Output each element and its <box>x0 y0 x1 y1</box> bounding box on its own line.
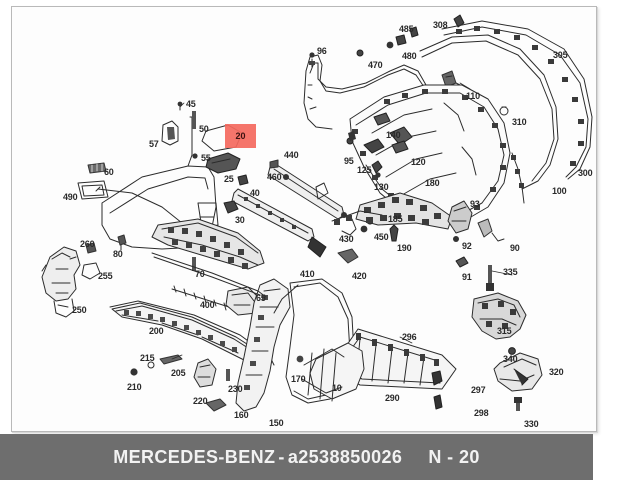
callout-80: 80 <box>113 249 123 259</box>
callout-30: 30 <box>235 215 245 225</box>
footer-caption: MERCEDES-BENZ-a2538850026 N - 20 <box>113 447 480 468</box>
callout-55: 55 <box>201 153 211 163</box>
footer-manufacturer: MERCEDES-BENZ <box>113 446 276 467</box>
callout-340: 340 <box>503 354 518 364</box>
callout-50: 50 <box>199 124 209 134</box>
callout-10: 10 <box>332 383 342 393</box>
callout-230: 230 <box>228 384 243 394</box>
callout-110: 110 <box>466 91 480 101</box>
callout-40: 40 <box>250 188 260 198</box>
callout-400: 400 <box>200 300 215 310</box>
callout-180: 180 <box>425 178 440 188</box>
callout-305: 305 <box>553 50 568 60</box>
diagram-artwork <box>12 7 596 431</box>
callout-150: 150 <box>269 418 284 428</box>
callout-190: 190 <box>397 243 412 253</box>
callout-440: 440 <box>284 150 299 160</box>
callout-250: 250 <box>72 305 87 315</box>
callout-430: 430 <box>339 234 354 244</box>
callout-92: 92 <box>462 241 472 251</box>
callout-296: 296 <box>402 332 417 342</box>
callout-330: 330 <box>524 419 539 429</box>
highlight-box-part-20 <box>225 124 256 148</box>
callout-470: 470 <box>368 60 383 70</box>
callout-335: 335 <box>503 267 518 277</box>
highlight-label-part-20: 20 <box>235 131 246 141</box>
callout-125: 125 <box>357 165 372 175</box>
callout-130: 130 <box>374 182 389 192</box>
callout-90: 90 <box>510 243 520 253</box>
callout-290: 290 <box>385 393 400 403</box>
callout-490: 490 <box>63 192 78 202</box>
callout-65: 65 <box>256 293 266 303</box>
callout-100: 100 <box>552 186 567 196</box>
callout-260: 260 <box>80 239 95 249</box>
callout-300: 300 <box>578 168 593 178</box>
footer-bar: MERCEDES-BENZ-a2538850026 N - 20 <box>0 434 593 480</box>
footer-group-code: N - 20 <box>428 446 480 467</box>
callout-45: 45 <box>186 99 196 109</box>
callout-308: 308 <box>433 20 448 30</box>
callout-297: 297 <box>471 385 486 395</box>
callout-450: 450 <box>374 232 389 242</box>
callout-460: 460 <box>267 172 282 182</box>
callout-215: 215 <box>140 353 155 363</box>
callout-420: 420 <box>352 271 367 281</box>
callout-70: 70 <box>195 269 205 279</box>
callout-310: 310 <box>512 117 527 127</box>
callout-170: 170 <box>291 374 306 384</box>
callout-485: 485 <box>399 24 414 34</box>
callout-255: 255 <box>98 271 113 281</box>
diagram-frame: 20 45 50 55 57 60 490 25 40 30 440 460 260 80 255 250 7… <box>11 6 597 432</box>
callout-205: 205 <box>171 368 186 378</box>
callout-57: 57 <box>149 139 159 149</box>
callout-91: 91 <box>462 272 472 282</box>
callout-315: 315 <box>497 326 512 336</box>
callout-210: 210 <box>127 382 142 392</box>
bumper-assembly-linework <box>41 14 593 412</box>
callout-96: 96 <box>317 46 327 56</box>
callout-93: 93 <box>470 199 480 209</box>
callout-220: 220 <box>193 396 208 406</box>
callout-320: 320 <box>549 367 564 377</box>
callout-25: 25 <box>224 174 234 184</box>
callout-60: 60 <box>104 167 114 177</box>
footer-separator: - <box>278 446 285 467</box>
callout-480: 480 <box>402 51 417 61</box>
callout-120: 120 <box>411 157 426 167</box>
callout-298: 298 <box>474 408 489 418</box>
callout-95: 95 <box>344 156 354 166</box>
footer-part-number: a2538850026 <box>287 446 403 467</box>
callout-200: 200 <box>149 326 164 336</box>
callout-160: 160 <box>234 410 249 420</box>
callout-185: 185 <box>388 214 403 224</box>
callout-140: 140 <box>386 130 401 140</box>
callout-410: 410 <box>300 269 315 279</box>
